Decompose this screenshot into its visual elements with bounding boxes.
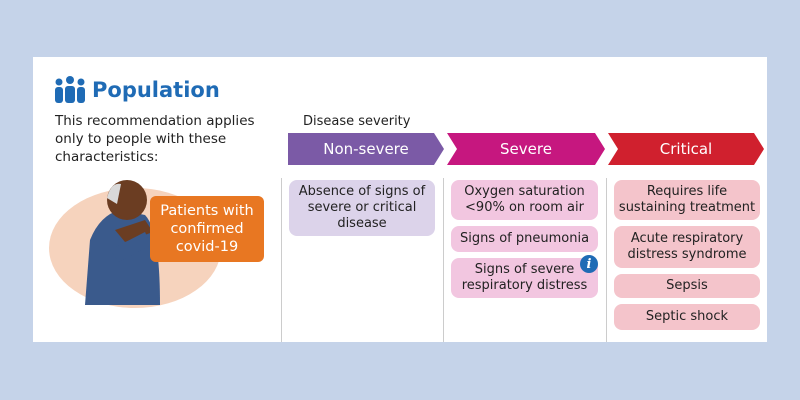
patient-label: Patients with confirmed covid-19	[150, 196, 264, 262]
severity-critical-header: Critical	[608, 133, 764, 165]
intro-text: This recommendation applies only to peop…	[55, 113, 255, 165]
people-icon	[55, 76, 85, 103]
page-title: Population	[92, 78, 220, 102]
criteria-item: Acute respiratory distress syndrome	[614, 226, 760, 268]
column-divider	[281, 178, 282, 342]
criteria-item: Signs of pneumonia	[451, 226, 598, 252]
column-divider	[606, 178, 607, 342]
column-divider	[443, 178, 444, 342]
info-icon[interactable]: i	[580, 255, 598, 273]
criteria-item: Septic shock	[614, 304, 760, 330]
criteria-item: Absence of signs of severe or critical d…	[289, 180, 435, 236]
criteria-item: Sepsis	[614, 274, 760, 298]
criteria-item: Requires life sustaining treatment	[614, 180, 760, 220]
severity-non-severe-header: Non-severe	[288, 133, 444, 165]
criteria-item: Signs of severe respiratory distress	[451, 258, 598, 298]
severity-severe-header: Severe	[447, 133, 605, 165]
severity-label: Disease severity	[303, 114, 411, 129]
criteria-item: Oxygen saturation <90% on room air	[451, 180, 598, 220]
